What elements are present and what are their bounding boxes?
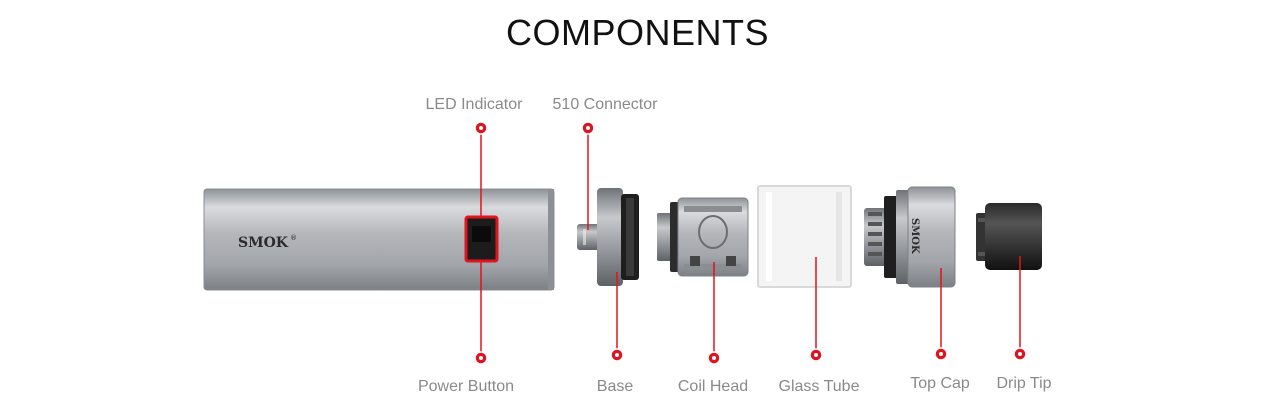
callout-coil-head [707,262,721,365]
battery: SMOK ® [203,188,555,291]
callout-base [610,272,624,362]
label-led-indicator: LED Indicator [425,96,523,113]
callout-power-button [474,261,488,365]
label-510-connector: 510 Connector [552,96,658,113]
label-drip-tip: Drip Tip [996,375,1052,392]
drip-tip [976,203,1042,270]
callout-glass-tube [809,257,823,362]
page-title: COMPONENTS [505,12,769,53]
registered-mark: ® [290,234,297,242]
label-coil-head: Coil Head [677,378,749,395]
callout-510-connector [581,121,595,230]
label-glass-tube: Glass Tube [778,378,860,395]
smok-logo: SMOK [238,235,289,251]
callout-led-indicator [474,121,488,217]
coil-head [657,197,749,277]
glass-tube [757,185,852,288]
label-top-cap: Top Cap [910,375,970,392]
top-cap-logo: SMOK [909,218,920,254]
callout-top-cap [934,268,948,361]
label-power-button: Power Button [417,378,515,395]
base [577,188,639,286]
label-base: Base [596,378,634,395]
top-cap: SMOK [864,186,956,288]
callout-drip-tip [1013,256,1027,361]
